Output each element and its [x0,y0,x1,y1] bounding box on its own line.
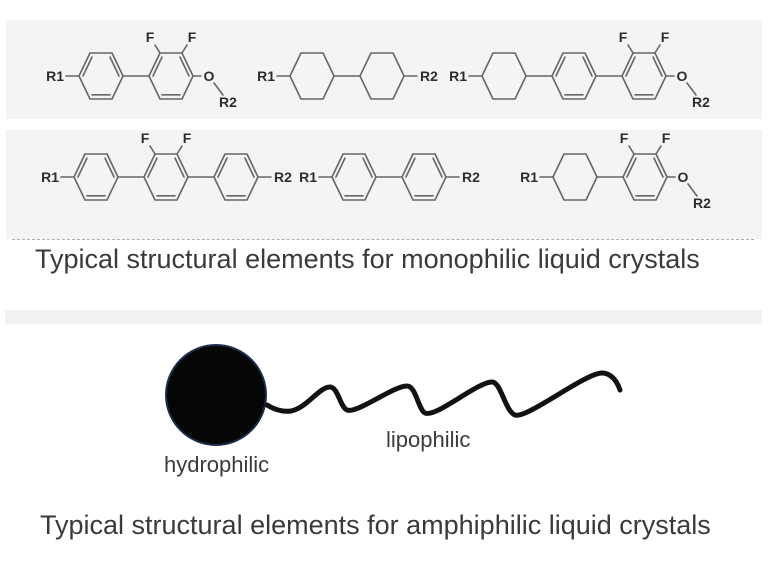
double-bond-line [244,157,255,178]
molecule-drawing: R1 F F OR2 [46,29,237,110]
cyclohexane-ring [552,153,598,201]
cyclohexane-ring [289,52,335,100]
double-bond-line [147,157,158,178]
f-label: F [141,130,150,146]
double-bond-line [653,157,664,178]
molecule-strip-bottom [6,130,762,239]
ether-bond [686,82,697,96]
r1-label: R1 [520,169,538,185]
molecule-biphenyl: R1 R2 [293,129,496,226]
benzene-ring [401,153,447,201]
r1-label: R1 [299,169,317,185]
molecule-strip-top [6,20,762,119]
fluorine-bond [654,44,661,54]
f-label: F [662,130,671,146]
f-label: F [620,130,629,146]
double-bond-line [104,157,115,178]
r2-label: R2 [219,94,237,110]
o-label: O [204,68,215,84]
fluorine-bond [628,145,635,155]
o-label: O [677,68,688,84]
double-bond-line [109,56,120,77]
fluorine-bond [149,145,156,155]
double-bond-line [152,56,163,77]
r1-label: R1 [41,169,59,185]
f-label: F [146,29,155,45]
r1-label: R1 [257,68,275,84]
fluorine-bond [655,145,662,155]
image-top-band [5,310,762,324]
fluorine-bond [176,145,183,155]
fluorine-bond [627,44,634,54]
double-bond-line [626,157,637,178]
benzene-ring [78,52,124,100]
molecule-drawing: R1 R2 [257,52,438,100]
benzene-ring [213,153,259,201]
f-label: F [619,29,628,45]
double-bond-line [405,157,416,178]
image-edge-artifact [12,239,754,240]
monophilic-caption: Typical structural elements for monophil… [35,244,700,274]
molecule-drawing: R1 F F R2 [41,130,292,201]
r1-label: R1 [46,68,64,84]
benzene-ring [73,153,119,201]
double-bond-line [335,157,346,178]
benzene-ring [148,52,194,100]
ether-bond [687,183,698,197]
molecule-drawing: R1 R2 [299,153,480,201]
r2-label: R2 [693,195,711,211]
double-bond-line [432,157,443,178]
wave-path [264,370,623,418]
f-label: F [188,29,197,45]
molecule-bicyclohexyl: R1 R2 [251,28,454,125]
r2-label: R2 [274,169,292,185]
benzene-ring [551,52,597,100]
double-bond-line [555,56,566,77]
double-bond-line [174,157,185,178]
double-bond-line [582,56,593,77]
hydrophilic-head-circle [165,344,267,446]
double-bond-line [77,157,88,178]
molecule-drawing: R1 F F OR2 [449,29,710,110]
f-label: F [183,130,192,146]
fluorine-bond [181,44,188,54]
r2-label: R2 [462,169,480,185]
double-bond-line [652,56,663,77]
o-label: O [678,169,689,185]
fluorine-bond [154,44,161,54]
r2-label: R2 [692,94,710,110]
amphiphilic-caption: Typical structural elements for amphiphi… [40,510,711,540]
cyclohexane-ring [481,52,527,100]
double-bond-line [179,56,190,77]
f-label: F [661,29,670,45]
ether-bond [213,82,224,96]
double-bond-line [217,157,228,178]
benzene-ring [622,153,668,201]
double-bond-line [625,56,636,77]
benzene-ring [143,153,189,201]
cyclohexane-ring [359,52,405,100]
lipophilic-label: lipophilic [386,427,471,452]
r2-label: R2 [420,68,438,84]
r1-label: R1 [449,68,467,84]
molecule-difluoro-terphenyl: R1 F F R2 [35,129,308,226]
lipophilic-tail-wave [264,370,623,418]
double-bond-line [362,157,373,178]
hydrophilic-label: hydrophilic [164,452,270,477]
benzene-ring [331,153,377,201]
double-bond-line [82,56,93,77]
benzene-ring [621,52,667,100]
molecule-drawing: R1 F F OR2 [520,130,711,211]
